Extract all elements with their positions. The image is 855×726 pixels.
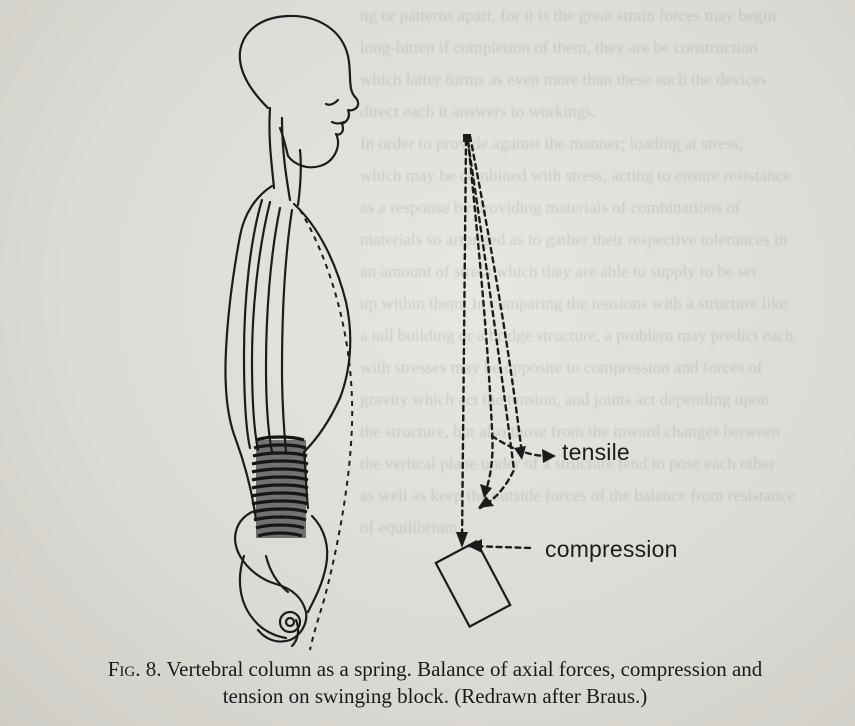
face-detail	[326, 100, 338, 105]
pelvis-outline	[308, 516, 327, 612]
arrowhead-icon	[478, 496, 494, 508]
spine-stroke	[282, 210, 292, 452]
arrowhead-icon	[514, 446, 526, 460]
neck-stroke	[298, 150, 301, 205]
spine-stroke	[266, 208, 280, 452]
tension-line	[300, 210, 352, 650]
face-detail	[332, 122, 344, 124]
top-marker	[463, 134, 471, 142]
skull-outline	[240, 16, 358, 167]
figure-caption: Fig. 8. Vertebral column as a spring. Ba…	[20, 656, 850, 710]
compression-label: compression	[545, 536, 678, 563]
swinging-block	[436, 541, 510, 626]
tensile-line-mid	[468, 142, 514, 508]
caption-line-2: tension on swinging block. (Redrawn afte…	[20, 683, 850, 710]
hip-socket-inner	[286, 618, 294, 626]
caption-text: Vertebral column as a spring. Balance of…	[161, 657, 762, 681]
arrowhead-icon	[480, 484, 492, 498]
neck-stroke	[269, 108, 274, 188]
figure-number: Fig. 8.	[108, 657, 162, 681]
torso-front	[294, 204, 350, 452]
arrowhead-icon	[542, 449, 556, 463]
pelvis-outline	[240, 556, 286, 638]
tensile-line-outer	[470, 136, 522, 454]
compression-axis	[462, 140, 466, 542]
tensile-label: tensile	[562, 439, 630, 466]
neck-stroke	[282, 118, 290, 200]
caption-line-1: Fig. 8. Vertebral column as a spring. Ba…	[20, 656, 850, 683]
lumbar-fill	[256, 440, 306, 538]
